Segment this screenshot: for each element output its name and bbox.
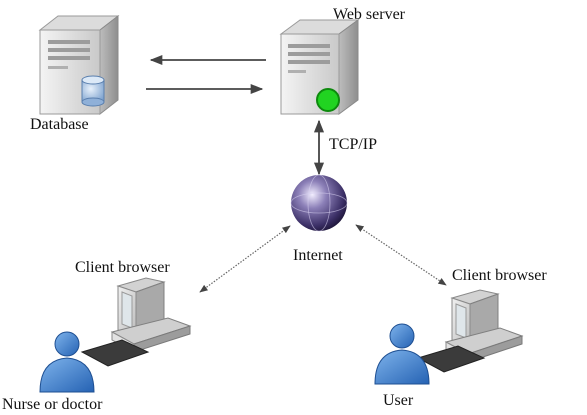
internet-globe-icon	[290, 174, 348, 232]
left-client-computer-icon	[80, 277, 192, 367]
web-server-icon	[279, 19, 360, 115]
keyboard-icon	[416, 345, 486, 373]
nurse-or-doctor-label: Nurse or doctor	[2, 396, 103, 413]
user-person-icon	[374, 323, 430, 385]
database-cylinder-icon	[81, 75, 105, 107]
internet-label: Internet	[293, 247, 343, 264]
client-browser-left-label: Client browser	[75, 259, 170, 276]
database-label: Database	[30, 116, 89, 133]
arrow-internet-right-client	[355, 224, 447, 286]
user-label: User	[383, 392, 414, 409]
keyboard-icon	[80, 339, 150, 367]
nurse-or-doctor-person-icon	[39, 331, 95, 393]
database-server-icon	[38, 14, 120, 116]
right-client-computer-icon	[416, 289, 524, 373]
client-browser-right-label: Client browser	[452, 267, 547, 284]
server-status-light-icon	[316, 88, 340, 112]
arrow-internet-left-client	[199, 225, 291, 293]
web-server-label: Web server	[333, 6, 406, 23]
tcp-ip-label: TCP/IP	[329, 136, 378, 153]
